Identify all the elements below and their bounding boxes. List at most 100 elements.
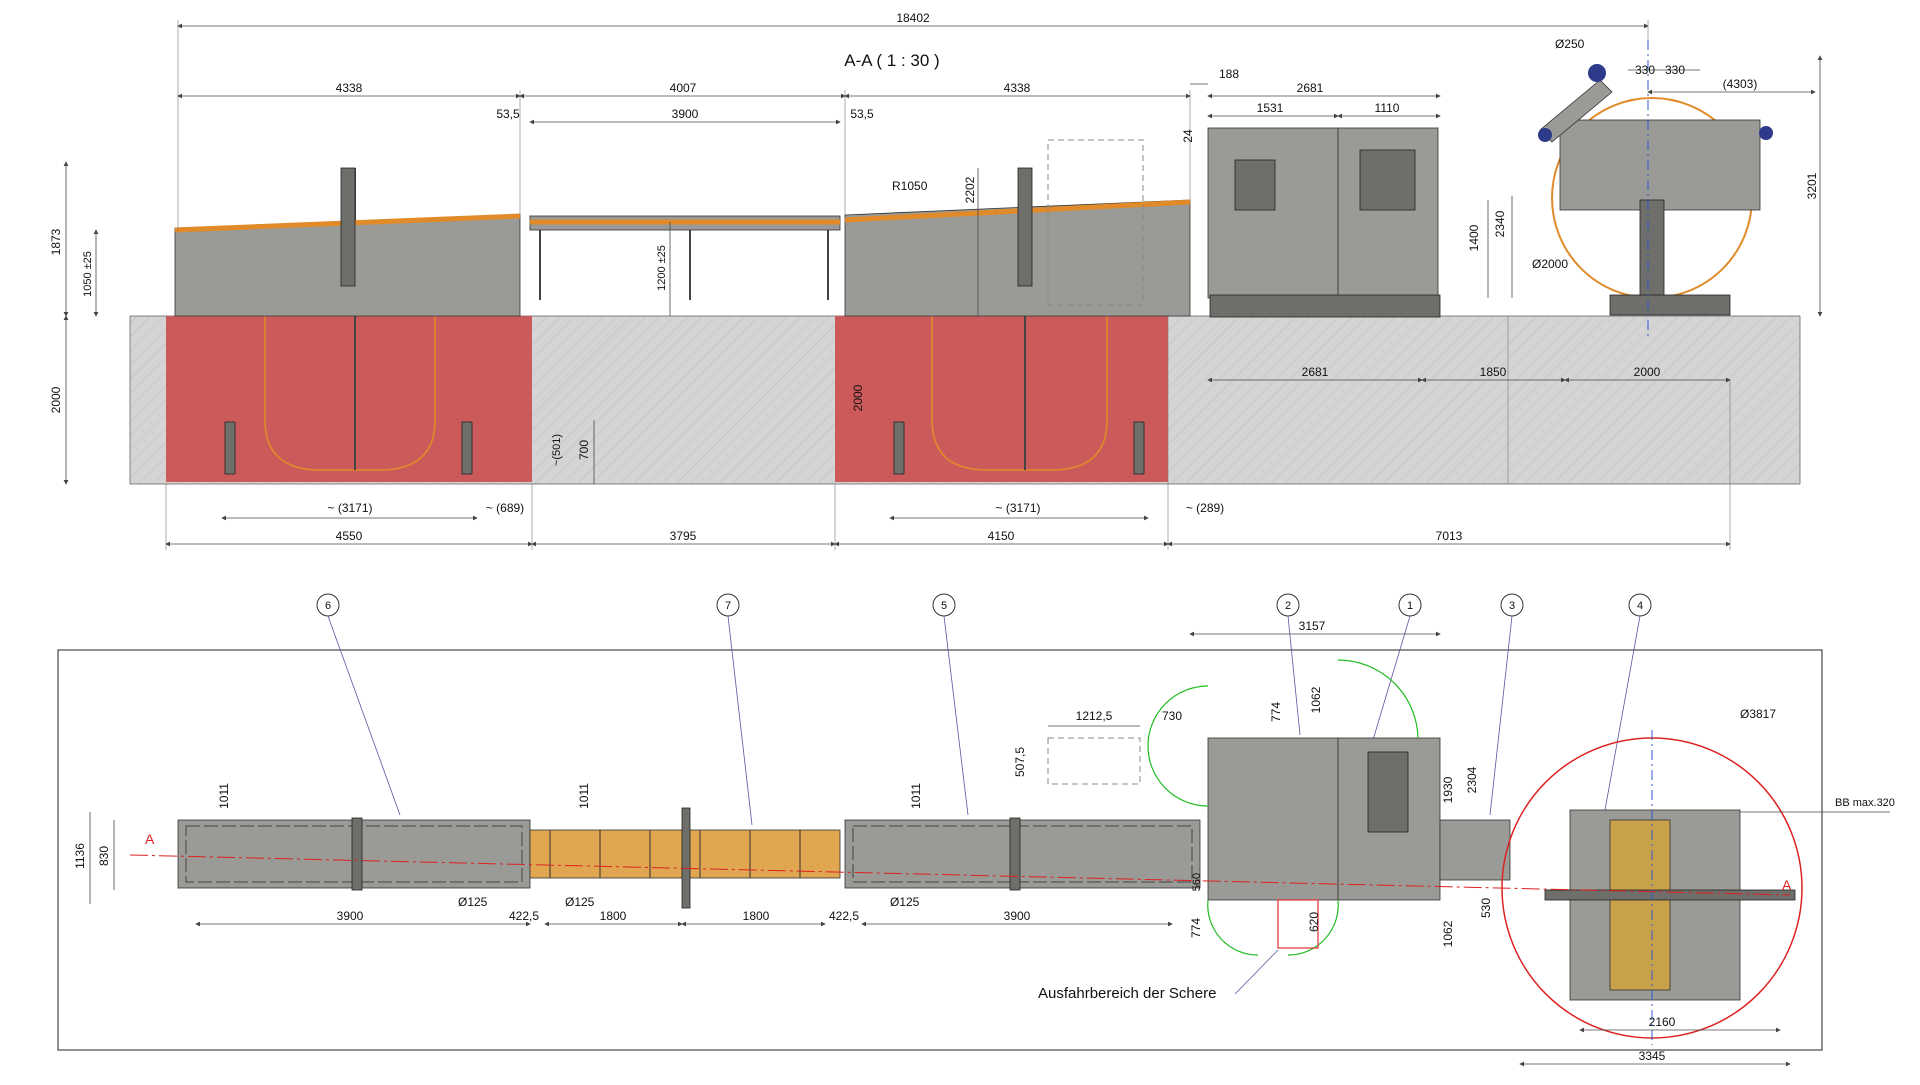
section-arrow-right: A [1782,877,1792,893]
dim-dia2000: Ø2000 [1532,257,1568,271]
dim-24: 24 [1181,129,1195,143]
dim-loop-left: ~ (3171) [327,501,372,515]
conveyor-middle [529,215,841,300]
dim-dia250: Ø250 [1555,37,1585,51]
dim-2340: 2340 [1493,210,1507,237]
pit-left [166,316,532,482]
dim-3157: 3157 [1299,619,1326,633]
dim-seg1: 4338 [336,81,363,95]
plan-decoiler [1501,730,1803,1045]
balloon-4: 4 [1637,600,1643,612]
note-scissors: Ausfahrbereich der Schere [1038,985,1216,1002]
dim-2681-top: 2681 [1297,81,1324,95]
plan-conveyor-6 [177,817,531,891]
section-view: A-A ( 1 : 30 ) 18402 4338 4007 4338 3900… [49,11,1823,550]
plan-view: 6 7 5 2 1 3 4 [57,593,1895,1067]
balloon-5: 5 [941,600,947,612]
dim-1062a: 1062 [1309,686,1323,713]
balloon-6: 6 [325,600,331,612]
dim-1050: 1050 ±25 [82,251,94,297]
dim-1011c: 1011 [909,783,923,809]
dim-mid: 3900 [672,107,699,121]
dim-pit-mid: 2000 [851,384,865,411]
pit-mid [835,316,1168,482]
dim-bot1: 4550 [336,529,363,543]
plan-conveyor-7 [529,807,841,909]
plan-conveyor-5 [844,817,1201,891]
dim-gap-left: 53,5 [496,107,520,121]
conveyor-left [174,167,521,317]
dim-b3900a: 3900 [337,909,364,923]
dim-560: 560 [1191,873,1203,891]
material-loop-mid [931,270,1108,471]
balloon-7: 7 [725,600,731,612]
dim-1062b: 1062 [1441,920,1455,947]
dim-2202: 2202 [963,176,977,203]
dim-3345: 3345 [1639,1049,1666,1063]
material-loop-left [264,270,436,471]
dim-530: 530 [1479,898,1493,918]
dim-507: 507,5 [1013,747,1027,777]
dim-2304: 2304 [1465,766,1479,793]
dim-b1800a: 1800 [600,909,627,923]
dim-1136: 1136 [73,843,87,869]
dim-d125a: Ø125 [458,895,488,909]
dim-b3900b: 3900 [1004,909,1031,923]
dim-3201: 3201 [1805,172,1819,199]
dim-1531: 1531 [1257,101,1284,115]
balloon-3: 3 [1509,600,1515,612]
dim-dia3817: Ø3817 [1740,707,1776,721]
dim-bot2: 3795 [670,529,697,543]
dim-700: 700 [577,440,591,460]
plan-frame [57,649,1823,1051]
dim-4303: (4303) [1723,77,1758,91]
dim-ins1: 2681 [1302,365,1329,379]
item-balloons: 6 7 5 2 1 3 4 [316,593,1652,826]
dim-loop-left-gap: ~ (689) [486,501,524,515]
dim-1212: 1212,5 [1076,709,1113,723]
dim-188: 188 [1219,67,1239,81]
section-arrow-left: A [145,831,155,847]
dim-730: 730 [1162,709,1182,723]
dim-774b: 774 [1189,918,1203,938]
dim-d125b: Ø125 [565,895,595,909]
dim-620: 620 [1307,912,1321,932]
dim-ins3: 2000 [1634,365,1661,379]
dim-seg3: 4338 [1004,81,1031,95]
dim-bb: BB max.320 [1835,797,1895,809]
dim-501: ~(501) [551,434,563,466]
dim-1011b: 1011 [577,783,591,809]
dim-gap-right: 53,5 [850,107,874,121]
section-title: A-A ( 1 : 30 ) [844,51,939,70]
dim-330b: 330 [1665,63,1685,77]
dim-b1800b: 1800 [743,909,770,923]
section-line [129,854,1791,896]
dim-774a: 774 [1269,702,1283,722]
dim-loop-mid-gap: ~ (289) [1186,501,1224,515]
dim-330a: 330 [1635,63,1655,77]
dim-seg2: 4007 [670,81,697,95]
dim-d125c: Ø125 [890,895,920,909]
dim-loop-mid: ~ (3171) [995,501,1040,515]
dim-r1050: R1050 [892,179,928,193]
dim-ins2: 1850 [1480,365,1507,379]
dim-1011a: 1011 [217,783,231,809]
dim-1930: 1930 [1441,776,1455,803]
dim-830: 830 [97,846,111,866]
dim-1873: 1873 [49,228,63,255]
balloon-2: 2 [1285,600,1291,612]
dim-1200: 1200 ±25 [656,245,668,291]
dim-b4225b: 422,5 [829,909,859,923]
dim-2160: 2160 [1649,1015,1676,1029]
dim-1400: 1400 [1467,224,1481,251]
dim-b4225a: 422,5 [509,909,539,923]
dim-bot4: 7013 [1436,529,1463,543]
plan-shear [1047,659,1511,956]
shear-machine [1207,127,1441,318]
decoiler [1538,40,1773,340]
balloon-1: 1 [1407,600,1413,612]
dim-1110: 1110 [1375,101,1400,115]
dim-bot3: 4150 [988,529,1015,543]
